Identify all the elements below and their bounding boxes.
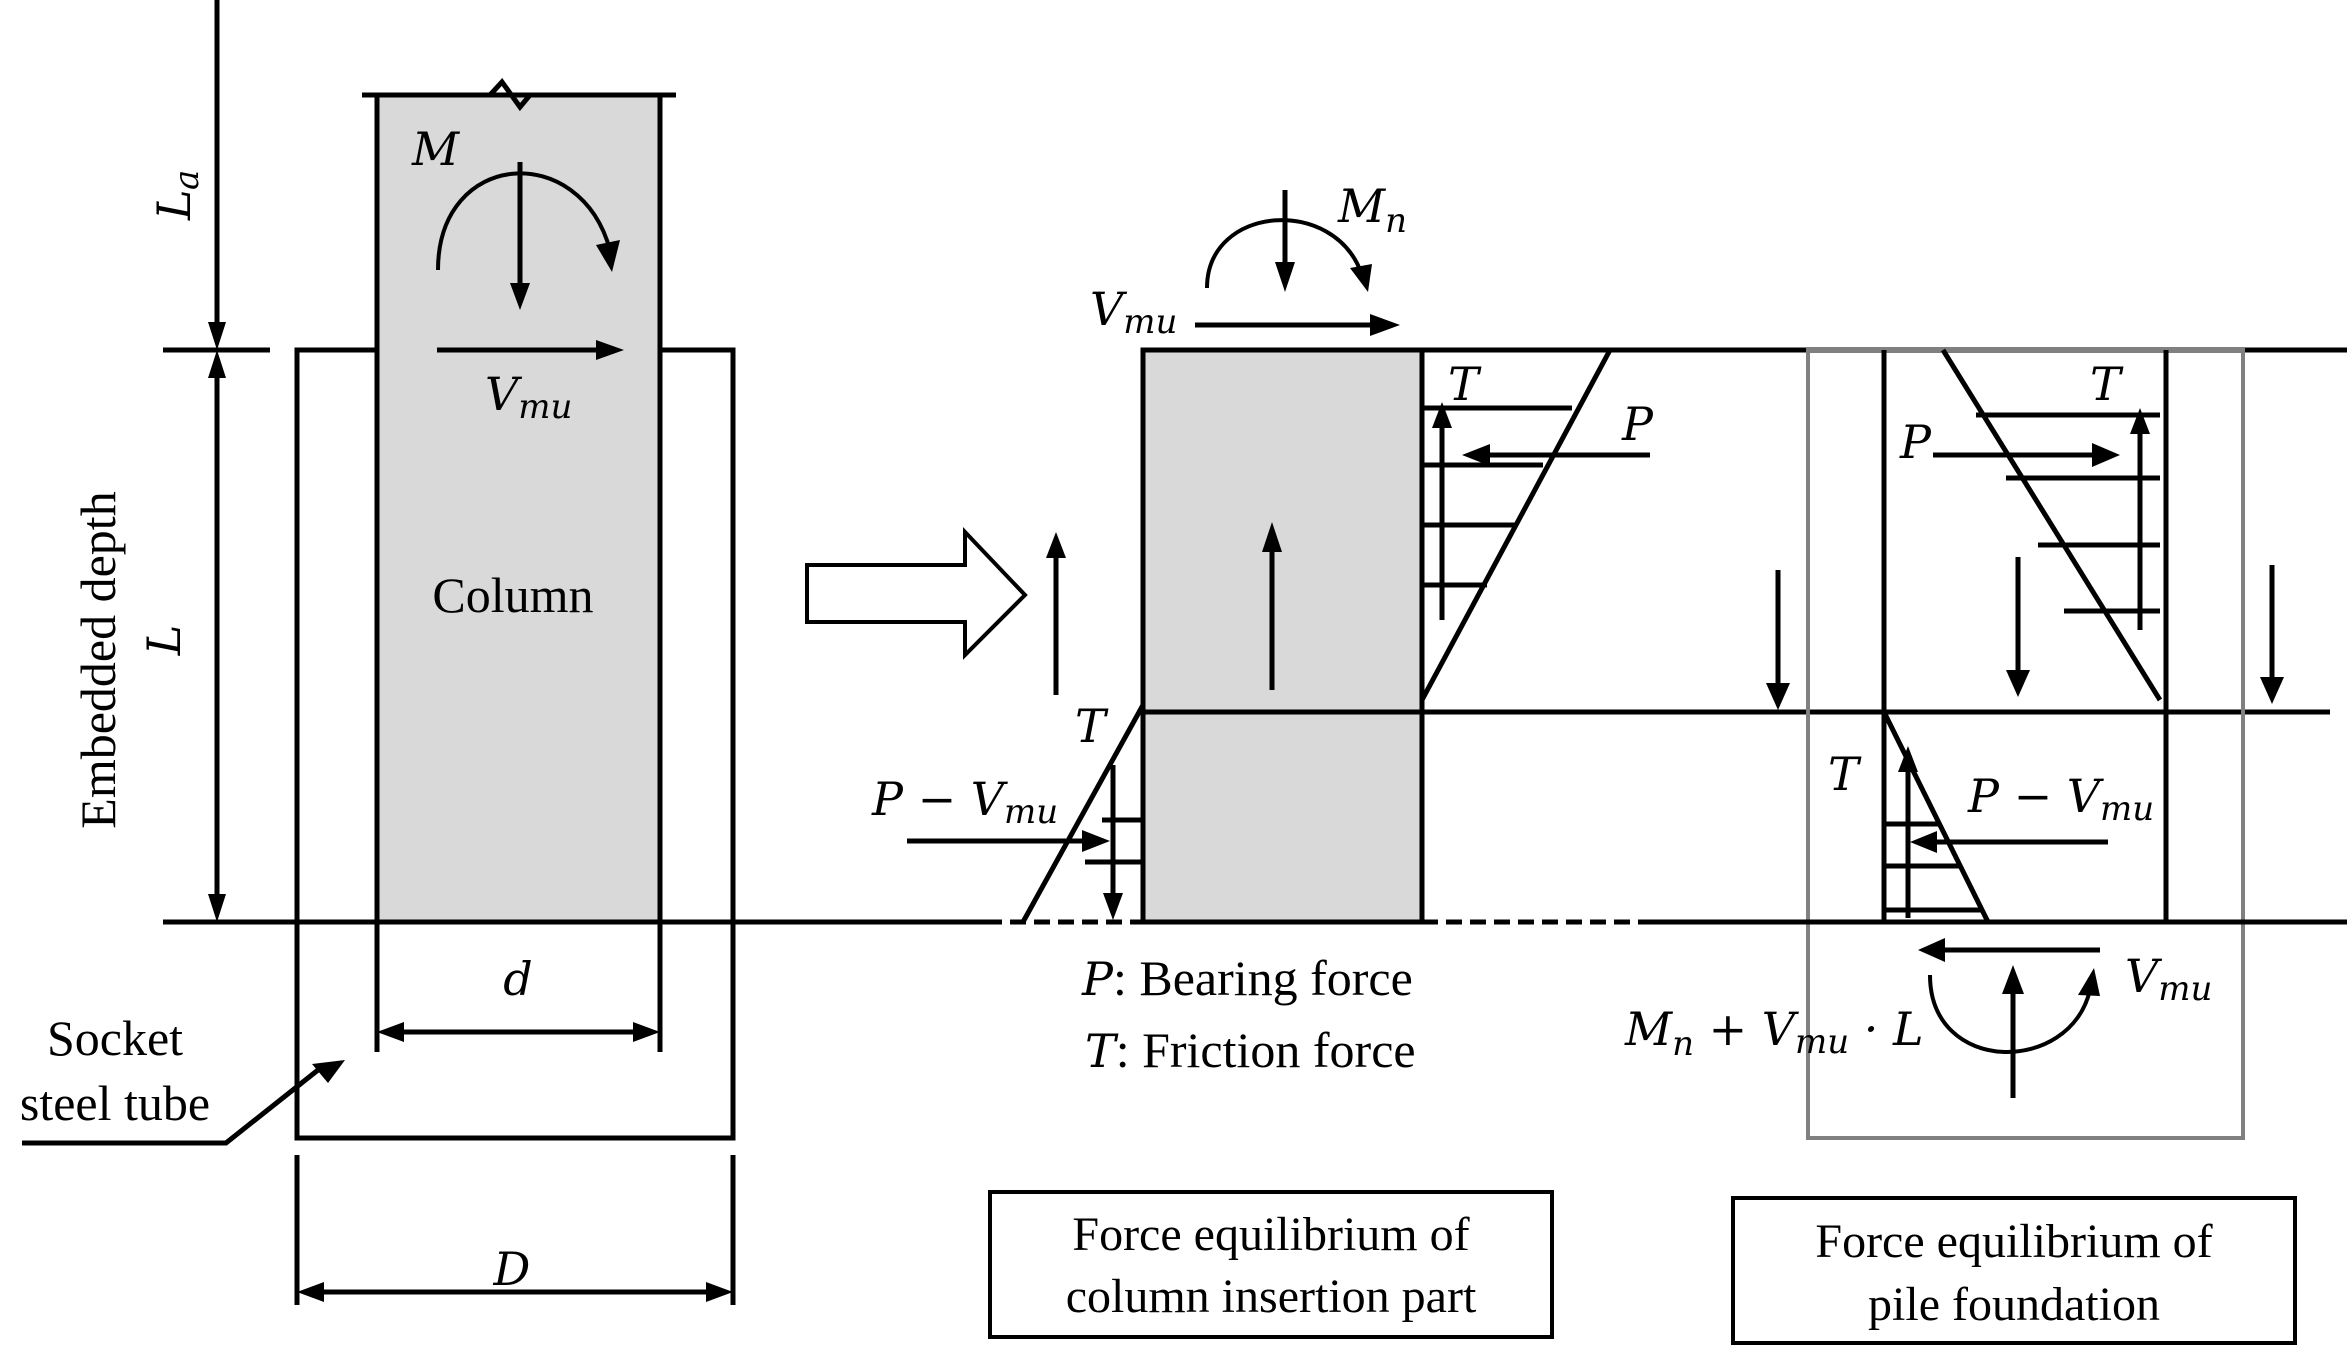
Vmu-label-middle: Vmu (1090, 282, 1177, 342)
L-label: L (137, 625, 191, 657)
d-label: d (503, 952, 532, 1006)
Mn-moment-arc (1205, 218, 1364, 289)
legend-friction: T: Friction force (1085, 1022, 1416, 1078)
L-arrowhead-top (208, 350, 226, 378)
P-minus-Vmu-arrowhead (1082, 830, 1110, 852)
Vmu-label-left: Vmu (485, 367, 572, 427)
pile-bearing-distribution-upper (1940, 348, 2163, 702)
svg-text:a: a (167, 170, 207, 190)
bearing-distribution-upper (1419, 348, 1613, 702)
P-arrowhead-upper (1462, 444, 1490, 466)
legend-bearing: P: Bearing force (1081, 950, 1413, 1006)
base-upward-arrowhead (2002, 965, 2024, 994)
L-arrowhead-bottom (208, 894, 226, 922)
Vmu-arrowhead (596, 340, 624, 360)
left-panel: L a Embedded depth L M Vmu Column d D (20, 0, 990, 1305)
M-moment-arrowhead (596, 240, 620, 272)
caption-box-pile-foundation (1731, 1196, 2297, 1345)
pile-foundation-outline (1806, 348, 2245, 1140)
d-arrowhead-left (377, 1022, 404, 1042)
Mn-label: Mn (1337, 179, 1407, 241)
P-minus-Vmu-label: P − Vmu (871, 772, 1058, 832)
socket-steel-tube (294, 347, 736, 1141)
socket-label-line1: Socket (47, 1010, 183, 1066)
downward-arrowhead-left (1766, 683, 1790, 710)
base-moment-arc (1928, 974, 2092, 1054)
column-label: Column (432, 567, 593, 623)
column-upward-arrowhead (1262, 522, 1282, 552)
P-label-upper: P (1621, 397, 1654, 451)
svg-text:L: L (137, 625, 191, 657)
svg-text:Embedded depth: Embedded depth (70, 491, 126, 828)
pile-P-minus-Vmu-label: P − Vmu (1967, 769, 2154, 829)
svg-text:L: L (147, 189, 201, 221)
downward-arrowhead-center (2006, 670, 2030, 697)
socket-leader-arrowhead (312, 1060, 345, 1083)
caption-pile-foundation-line2: pile foundation (1868, 1278, 2160, 1331)
base-Vmu-label: Vmu (2125, 949, 2212, 1009)
d-arrowhead-right (633, 1022, 660, 1042)
pile-P-label: P (1899, 415, 1932, 469)
socket-leader-line (22, 1068, 320, 1146)
Mn-axial-arrowhead (1275, 262, 1295, 292)
pile-bearing-distribution-lower (1881, 710, 1991, 924)
right-panel: T P T P − Vmu Vmu Mn + Vmu · L Force equ… (1624, 348, 2347, 1345)
pile-P-arrowhead (2092, 443, 2120, 467)
downward-arrowhead-right (2260, 677, 2284, 704)
M-label: M (411, 122, 461, 176)
pile-T-label-upper: T (2090, 357, 2124, 411)
pile-P-minus-Vmu-arrowhead (1910, 831, 1937, 853)
middle-panel: Mn Vmu T P T P − Vmu P: Bearing force (871, 179, 2347, 1339)
transition-arrow-icon (805, 527, 1028, 660)
caption-box-column-insertion (988, 1190, 1554, 1339)
column-break-line (362, 78, 676, 112)
D-arrowhead-right (706, 1282, 733, 1302)
left-friction-arrowhead (1046, 532, 1066, 558)
bearing-distribution-lower (1020, 703, 1146, 924)
caption-column-insertion-line1: Force equilibrium of (1072, 1208, 1469, 1261)
axial-arrowhead (510, 283, 530, 310)
base-moment-arrowhead (2078, 968, 2100, 996)
pile-T-arrowhead-lower (1898, 746, 1918, 772)
embedded-depth-label: Embedded depth (70, 491, 126, 828)
Vmu-middle-arrowhead (1370, 314, 1400, 336)
pile-T-arrowhead-upper (2130, 408, 2150, 434)
socket-label-line2: steel tube (20, 1075, 210, 1131)
pile-T-label-lower: T (1828, 747, 1862, 801)
D-label: D (493, 1242, 531, 1296)
D-arrowhead-left (297, 1282, 324, 1302)
T-friction-arrowhead-lower (1103, 893, 1123, 920)
La-label: L a (147, 170, 207, 221)
insertion-column (1140, 347, 1425, 925)
base-moment-label: Mn + Vmu · L (1624, 1002, 1924, 1064)
caption-column-insertion-line2: column insertion part (1066, 1270, 1477, 1323)
Mn-moment-arrowhead (1350, 264, 1372, 292)
caption-pile-foundation-line1: Force equilibrium of (1815, 1215, 2212, 1268)
T-label-lower: T (1075, 699, 1109, 753)
T-friction-arrowhead-upper (1432, 402, 1452, 428)
base-Vmu-arrowhead (1918, 938, 1945, 962)
M-moment-arc (436, 171, 612, 271)
T-label-upper: T (1448, 357, 1482, 411)
La-arrowhead (208, 322, 226, 350)
